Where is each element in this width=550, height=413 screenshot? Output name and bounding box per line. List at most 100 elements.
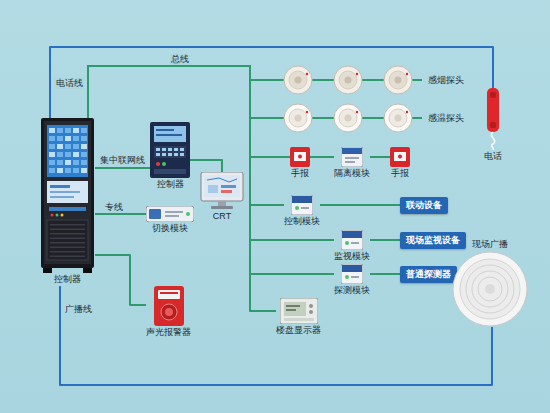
spk-icon xyxy=(452,251,528,327)
mod-icon xyxy=(291,195,313,215)
icon-part xyxy=(201,172,243,201)
icon-part xyxy=(154,169,186,174)
device-node: 手报 xyxy=(390,147,410,180)
icon-part xyxy=(490,92,496,98)
device-label: 楼盘显示器 xyxy=(276,325,321,336)
icon-part xyxy=(294,152,306,161)
signal-wire xyxy=(370,156,390,158)
detector-row: 感温探头 xyxy=(282,102,464,134)
device-node: 控制模块 xyxy=(284,195,320,228)
icon-part xyxy=(73,168,79,173)
icon-part xyxy=(490,122,496,128)
device-node: 电话 xyxy=(481,88,505,163)
device-box: 联动设备 xyxy=(400,197,448,214)
icon-part xyxy=(50,256,85,258)
icon-part xyxy=(165,215,179,217)
icon-part xyxy=(156,153,160,156)
icon-part xyxy=(156,162,160,166)
device-label: 隔离模块 xyxy=(334,168,370,179)
icon-part xyxy=(309,304,313,308)
device-node: 现场广播 xyxy=(452,238,528,327)
icon-part xyxy=(65,152,71,157)
device-label: 控制器 xyxy=(54,274,81,285)
icon-part xyxy=(73,128,79,133)
icon-part xyxy=(345,115,352,122)
icon-part xyxy=(50,233,85,235)
icon-part xyxy=(406,111,408,113)
icon-part xyxy=(284,66,312,94)
icon-part xyxy=(211,206,233,209)
device-label: 感烟探头 xyxy=(428,75,464,86)
icon-part xyxy=(345,275,349,279)
icon-part xyxy=(491,132,494,150)
icon-part xyxy=(81,144,87,149)
icon-part xyxy=(341,230,363,250)
icon-part xyxy=(50,196,74,198)
icon-part xyxy=(49,168,55,173)
icon-part xyxy=(284,318,314,321)
heat-icon xyxy=(282,102,422,134)
icon-part xyxy=(65,144,71,149)
signal-wire xyxy=(88,66,284,205)
icon-part xyxy=(339,71,357,89)
device-label: 手报 xyxy=(391,168,409,179)
device-label: 现场广播 xyxy=(472,239,508,250)
signal-wire xyxy=(88,66,282,118)
icon-part xyxy=(342,265,362,272)
icon-part xyxy=(286,309,296,311)
icon-part xyxy=(487,88,499,132)
icon-part xyxy=(453,252,527,326)
icon-part xyxy=(47,125,88,177)
device-node: CRT xyxy=(199,172,245,223)
icon-part xyxy=(466,265,514,313)
icon-part xyxy=(162,162,166,166)
icon-part xyxy=(298,155,302,159)
icon-part xyxy=(218,201,226,206)
icon-part xyxy=(50,185,70,188)
mod-icon xyxy=(341,264,363,284)
icon-part xyxy=(208,185,218,193)
icon-part xyxy=(406,73,408,75)
icon-part xyxy=(384,66,412,94)
icon-part xyxy=(478,277,502,301)
device-box: 现场监视设备 xyxy=(400,232,466,249)
icon-part xyxy=(43,268,52,273)
call-icon xyxy=(290,147,310,167)
phone-icon xyxy=(481,88,505,150)
device-box: 普通探测器 xyxy=(400,266,457,283)
signal-wire xyxy=(370,273,400,275)
icon-part xyxy=(50,242,85,244)
icon-part xyxy=(341,264,363,284)
device-node: 控制器 xyxy=(40,118,95,286)
icon-part xyxy=(309,310,313,314)
panel-icon xyxy=(150,122,190,178)
icon-part xyxy=(174,153,178,156)
icon-part xyxy=(44,121,91,264)
device-label: 普通探测器 xyxy=(406,269,451,280)
icon-part xyxy=(154,286,184,326)
signal-wire xyxy=(60,286,492,385)
strobe-icon xyxy=(154,286,184,326)
icon-part xyxy=(61,214,64,217)
device-node: 探测模块 xyxy=(334,264,370,297)
cab-icon xyxy=(40,118,95,273)
icon-part xyxy=(390,147,410,167)
signal-wire xyxy=(320,204,400,206)
icon-part xyxy=(339,109,357,127)
device-node: 手报 xyxy=(290,147,310,180)
icon-part xyxy=(485,284,495,294)
icon-part xyxy=(81,152,87,157)
icon-part xyxy=(395,77,402,84)
icon-part xyxy=(65,168,71,173)
device-label: 声光报警器 xyxy=(146,327,191,338)
icon-part xyxy=(389,71,407,89)
icon-part xyxy=(180,148,184,151)
smoke-icon xyxy=(282,64,422,96)
signal-wire xyxy=(370,239,400,241)
icon-part xyxy=(149,209,161,219)
icon-part xyxy=(49,136,55,141)
device-node: 楼盘显示器 xyxy=(276,298,321,337)
signal-wire xyxy=(95,255,146,305)
icon-part xyxy=(81,128,87,133)
